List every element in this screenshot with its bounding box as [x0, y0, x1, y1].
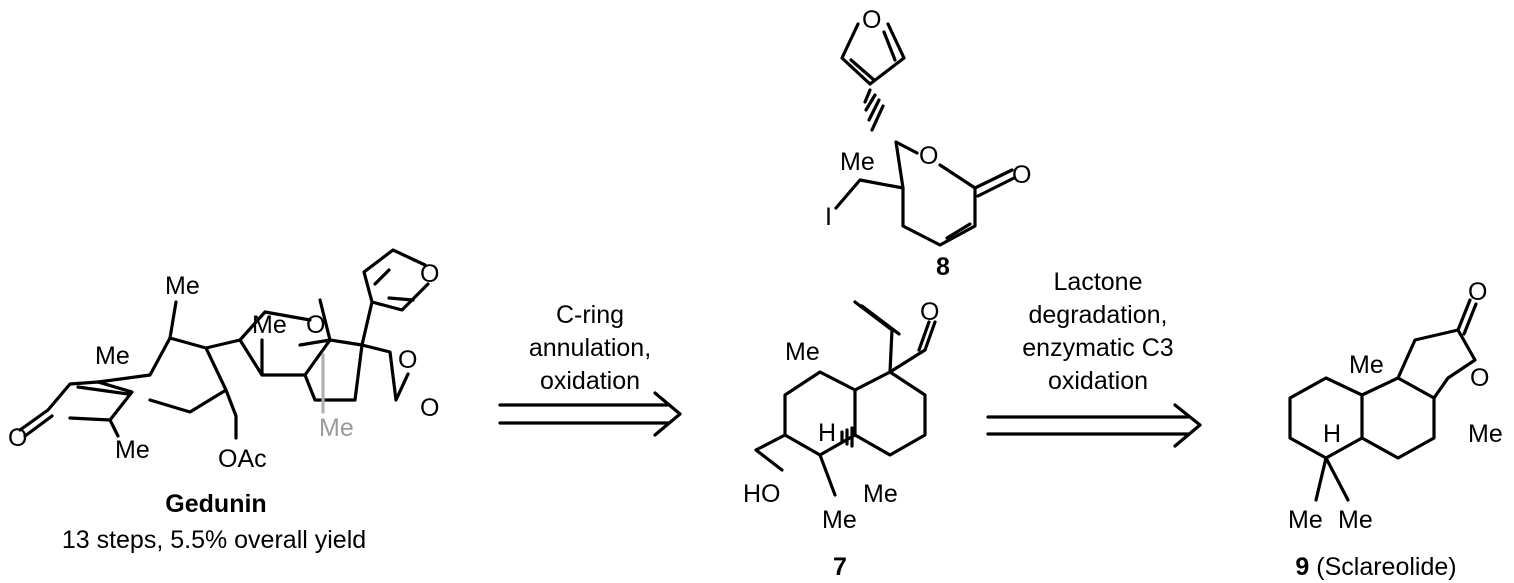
arrow-2-line-4: oxidation [1048, 367, 1148, 395]
arrow-1-line-3: oxidation [540, 367, 640, 395]
arrow-1-shaft [498, 403, 670, 425]
c8-ring-oxygen: O [919, 142, 938, 170]
c8-furan-oxygen: O [862, 6, 881, 34]
gedunin-grey-methyl: Me [319, 414, 354, 442]
arrow-1-head [653, 391, 682, 437]
retrosynthesis-arrow-2: Lactone degradation, enzymatic C3 oxidat… [986, 268, 1202, 448]
compound-8-structure: O O O Me I 8 [825, 6, 1031, 281]
c7-methyl-angular: Me [785, 338, 820, 366]
c9-number: 9 [1295, 553, 1309, 581]
compound-7-structure: O Me H HO Me Me 7 [743, 298, 939, 581]
c9-ring-oxygen: O [1470, 364, 1489, 392]
c8-ring-double-bond [945, 222, 972, 240]
c8-furan-bonds [840, 22, 906, 86]
gedunin-bc-ring-bonds [96, 300, 312, 440]
gedunin-epoxide-oxygen: O [306, 311, 325, 339]
gedunin-subtitle: 13 steps, 5.5% overall yield [62, 526, 366, 554]
c9-methyl-right: Me [1468, 420, 1503, 448]
arrow-1-line-2: annulation, [529, 334, 651, 362]
c7-h-hash [840, 426, 854, 448]
c9-carbonyl-oxygen: O [1468, 278, 1487, 306]
c7-methyl-ax: Me [822, 506, 857, 534]
gedunin-me-a: Me [95, 342, 130, 370]
arrow-2-line-1: Lactone [1054, 268, 1143, 296]
c9-methyl-right-bottom: Me [1338, 506, 1373, 534]
c8-furan-double-bonds [849, 30, 897, 82]
c9-caption: 9 (Sclareolide) [1295, 553, 1456, 581]
c8-carbonyl-oxygen: O [1012, 161, 1031, 189]
c7-ketone-oxygen: O [920, 298, 939, 326]
compound-9-structure: O O Me Me H Me Me 9 (Sclareolide) [1288, 278, 1503, 581]
c8-methyl: Me [840, 148, 875, 176]
gedunin-furan-ring: O [362, 248, 439, 312]
gedunin-oac: OAc [218, 445, 267, 473]
gedunin-me-b: Me [165, 272, 200, 300]
arrow-2-line-3: enzymatic C3 [1022, 334, 1173, 362]
c8-hash-bond [863, 88, 885, 132]
gedunin-me-c: Me [252, 311, 287, 339]
c7-methyl-eq: Me [863, 480, 898, 508]
c7-hydroxyl: HO [743, 480, 781, 508]
gedunin-ketone-oxygen: O [8, 424, 27, 452]
c8-ch2i-bond [834, 178, 905, 210]
c9-gem-dimethyl [1314, 456, 1350, 502]
c9-methyl-angular: Me [1349, 351, 1384, 379]
c7-ketone-bond [917, 320, 937, 352]
c9-name: (Sclareolide) [1309, 553, 1456, 581]
arrow-1-line-1: C-ring [556, 301, 624, 329]
arrow-2-shaft [986, 415, 1190, 436]
c8-pyranone-bonds [894, 140, 1016, 247]
gedunin-d-ring-bonds [298, 298, 410, 402]
retrosynthesis-arrow-1: C-ring annulation, oxidation [498, 301, 682, 437]
gedunin-me-d: Me [115, 436, 150, 464]
c9-hydrogen: H [1323, 420, 1341, 448]
gedunin-furan-oxygen: O [420, 260, 439, 288]
c8-number: 8 [936, 253, 950, 281]
c9-ring-bonds [1288, 298, 1478, 460]
arrow-2-line-2: degradation, [1028, 301, 1167, 329]
c7-hydrogen: H [818, 419, 836, 447]
gedunin-structure: O O O O Me O Me Me Me Me OAc Gedunin 13 … [8, 248, 439, 554]
gedunin-lactone-oxygen: O [398, 346, 417, 374]
arrow-2-head [1173, 403, 1202, 448]
gedunin-name: Gedunin [165, 490, 266, 518]
c9-methyl-left: Me [1288, 506, 1323, 534]
gedunin-a-ring-bonds [18, 380, 134, 438]
c7-number: 7 [833, 553, 847, 581]
c8-iodine: I [825, 203, 832, 231]
c7-ring-bonds [754, 300, 927, 497]
gedunin-carbonyl-oxygen: O [420, 394, 439, 422]
